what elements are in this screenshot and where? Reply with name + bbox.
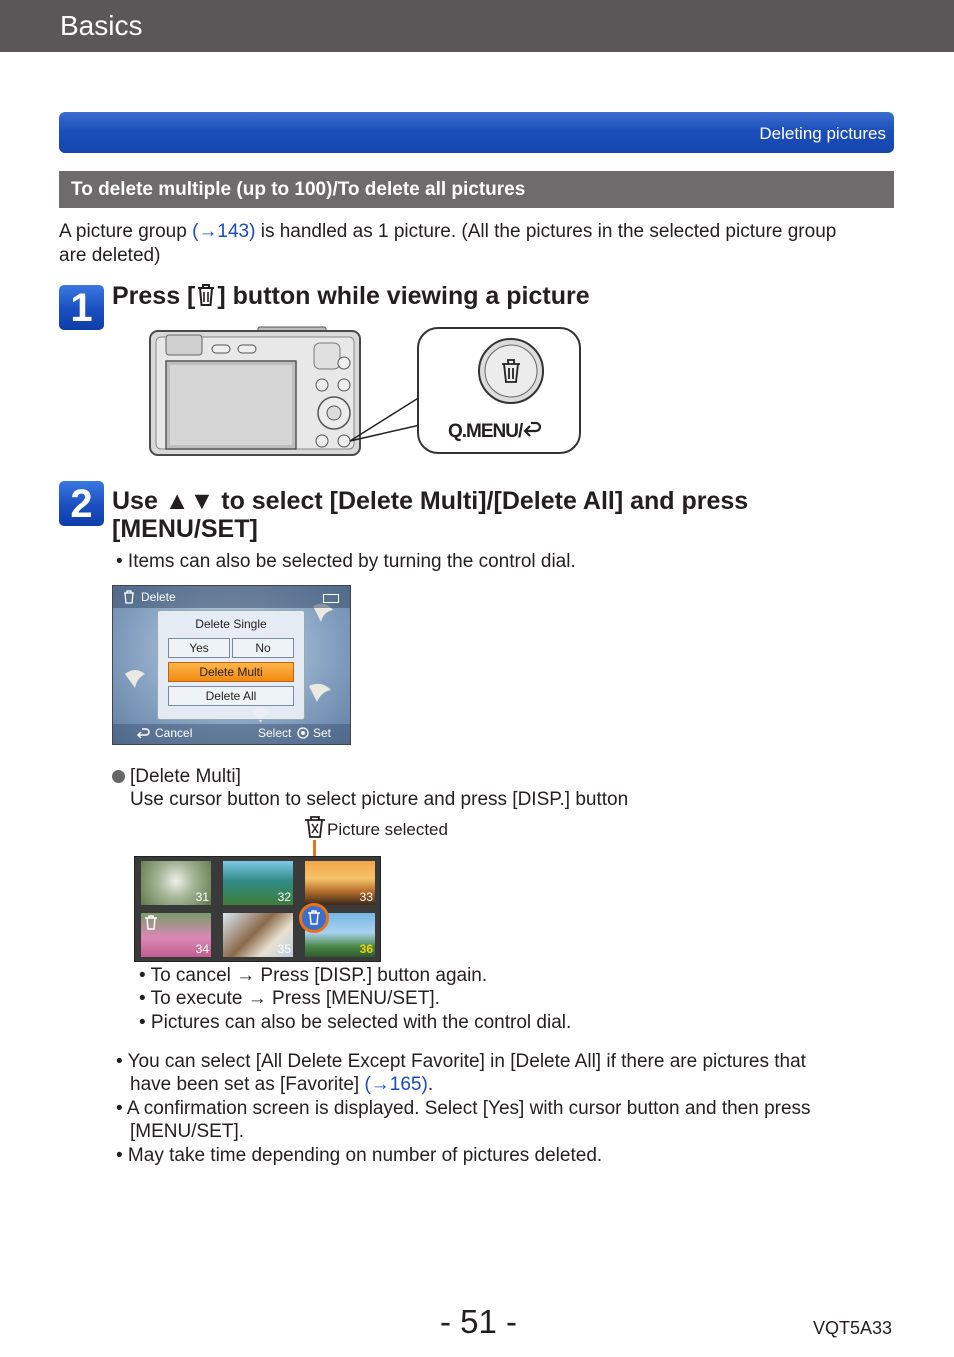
delete-multi-option[interactable]: Delete Multi — [168, 662, 294, 682]
trash-icon — [123, 590, 135, 609]
note-confirm-line1: • A confirmation screen is displayed. Se… — [116, 1098, 811, 1119]
thumbnail[interactable]: 33 — [305, 861, 375, 905]
set-label: Set — [313, 726, 332, 740]
thumbnail[interactable]: 31 — [141, 861, 211, 905]
delete-multi-description: Use cursor button to select picture and … — [130, 789, 629, 810]
trash-icon — [144, 915, 158, 936]
delete-all-option[interactable]: Delete All — [168, 686, 294, 706]
intro-text-cont: is handled as 1 picture. (All the pictur… — [255, 221, 837, 242]
yes-option[interactable]: Yes — [168, 638, 230, 658]
bullet-dot — [112, 770, 125, 783]
return-arrow-icon — [522, 421, 542, 445]
chapter-title: Basics — [60, 10, 143, 41]
intro-paragraph: A picture group (→143) is handled as 1 p… — [59, 220, 899, 268]
step-2-note: • Items can also be selected by turning … — [116, 551, 576, 572]
subheading-bar: To delete multiple (up to 100)/To delete… — [59, 171, 894, 208]
delete-menu-screenshot: Delete Delete Single Yes No Delete Multi… — [112, 585, 351, 745]
note-favorite-line1: • You can select [All Delete Except Favo… — [116, 1051, 806, 1072]
favorite-link[interactable]: (→165) — [364, 1074, 428, 1095]
delete-dialog: Delete Single Yes No Delete Multi Delete… — [157, 610, 305, 720]
trash-icon — [196, 283, 216, 313]
trash-marked-icon — [303, 815, 327, 844]
note-confirm-line2: [MENU/SET]. — [130, 1121, 245, 1142]
step-2-title: Use ▲▼ to select [Delete Multi]/[Delete … — [112, 487, 902, 543]
note-time: • May take time depending on number of p… — [116, 1145, 603, 1166]
multi-note-dial: • Pictures can also be selected with the… — [139, 1012, 572, 1033]
step-2-badge: 2 — [59, 481, 104, 526]
thumbnail[interactable]: 35 — [223, 913, 293, 957]
multi-note-cancel: • To cancel → Press [DISP.] button again… — [139, 965, 488, 986]
thumbnail-grid: 31 32 33 34 35 36 — [134, 856, 381, 962]
cursor-dial-icon — [296, 726, 310, 744]
cancel-label: Cancel — [155, 726, 193, 740]
step-1-title-prefix: Press [ — [112, 282, 196, 310]
page-number: - 51 - — [440, 1303, 518, 1340]
menu-header: Delete — [141, 590, 176, 604]
qmenu-button-label: Q.MENU/ — [448, 421, 542, 445]
battery-icon — [323, 594, 339, 603]
section-label: Deleting pictures — [759, 124, 886, 143]
menu-header-bar — [113, 586, 350, 608]
dialog-title: Delete Single — [195, 617, 267, 631]
menu-footer-bar — [113, 724, 350, 744]
delete-multi-heading: [Delete Multi] — [112, 765, 241, 789]
return-arrow-icon — [135, 727, 151, 744]
step-2-title-line2: [MENU/SET] — [112, 515, 258, 543]
intro-text-line2: are deleted) — [59, 245, 161, 266]
intro-text: A picture group — [59, 221, 193, 242]
section-bar: Deleting pictures — [59, 112, 894, 153]
selected-marker — [299, 903, 329, 933]
step-1-title-suffix: ] button while viewing a picture — [217, 282, 590, 310]
camera-illustration: Q.MENU/ — [148, 325, 582, 457]
trash-icon — [307, 910, 321, 931]
thumbnail[interactable]: 34 — [141, 913, 211, 957]
note-favorite-line2: have been set as [Favorite] (→165). — [130, 1074, 434, 1095]
step-1-badge: 1 — [59, 285, 104, 330]
step-1-title: Press [ ] button while viewing a picture — [112, 282, 590, 313]
top-bar: Basics — [0, 0, 954, 52]
picture-selected-callout: Picture selected — [303, 815, 448, 844]
intro-link[interactable]: (→143) — [192, 221, 256, 242]
step-2-title-line1: Use ▲▼ to select [Delete Multi]/[Delete … — [112, 487, 749, 515]
no-option[interactable]: No — [232, 638, 294, 658]
select-label: Select — [258, 726, 292, 740]
subheading: To delete multiple (up to 100)/To delete… — [71, 179, 526, 200]
thumbnail[interactable]: 32 — [223, 861, 293, 905]
document-code: VQT5A33 — [813, 1318, 893, 1338]
multi-note-execute: • To execute → Press [MENU/SET]. — [139, 988, 440, 1009]
